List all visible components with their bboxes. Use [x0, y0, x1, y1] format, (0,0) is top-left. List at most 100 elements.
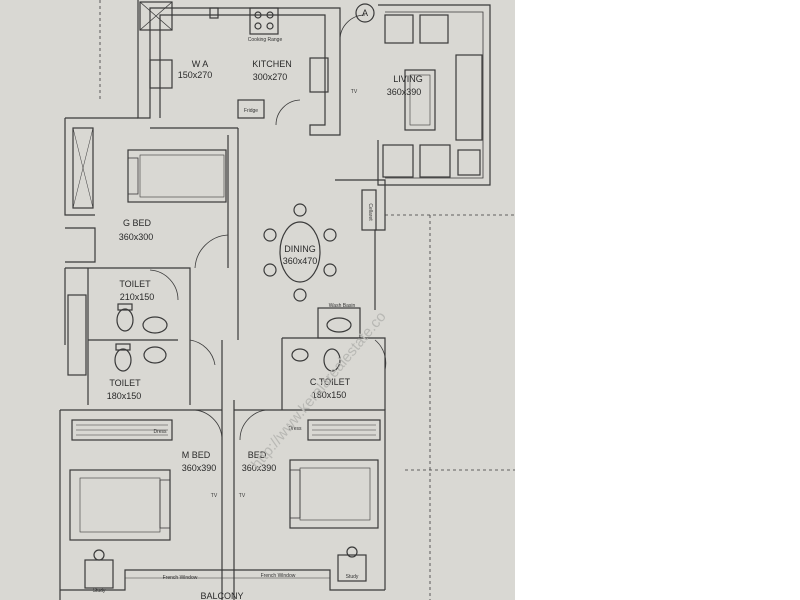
study-chair	[93, 549, 105, 561]
bed-wardrobe	[307, 419, 381, 441]
ctoilet-door-arc	[374, 339, 387, 371]
living-wall	[377, 4, 491, 186]
sofa	[455, 54, 483, 141]
coffee-table-inner	[409, 74, 431, 126]
mbed-wall	[59, 409, 222, 600]
room-name-bed: BED	[248, 450, 267, 460]
room-name-kitchen: KITCHEN	[252, 59, 292, 69]
mbed-wardrobe	[71, 419, 173, 441]
cooking-range	[249, 7, 279, 35]
room-name-wa: W A	[192, 59, 209, 69]
armchair	[419, 14, 449, 44]
wc	[323, 348, 341, 372]
label-wash-basin: Wash Basin	[329, 303, 356, 309]
cellaret-unit	[361, 189, 377, 231]
room-size-bed: 360x390	[242, 463, 277, 473]
kitchen-door-arc	[275, 99, 301, 126]
room-size-toilet-2: 180x150	[107, 391, 142, 401]
burner	[254, 22, 262, 30]
mbed-bed	[69, 469, 171, 541]
wc	[116, 308, 134, 332]
mbed-door-arc	[189, 409, 223, 441]
room-size-dining: 360x470	[283, 256, 318, 266]
section-marker-circle	[355, 3, 375, 23]
room-size-mbed: 360x390	[182, 463, 217, 473]
study-desk	[84, 559, 114, 589]
living-inner-wall	[385, 11, 484, 179]
gbed-mattress	[139, 154, 225, 198]
room-name-ctoilet: C.TOILET	[310, 377, 351, 387]
basin	[143, 346, 167, 364]
toilet-walls	[64, 267, 191, 405]
label-cooking-range: Cooking Range	[248, 37, 283, 43]
bed-bed	[289, 459, 379, 529]
bed-wall	[234, 409, 386, 590]
coffee-table	[404, 69, 436, 131]
wardrobe-hatch	[76, 424, 168, 436]
mbed-pillow	[159, 479, 171, 529]
burner	[266, 22, 274, 30]
wash-basin-bowl	[326, 317, 352, 333]
room-size-ctoilet: 180x150	[312, 390, 347, 400]
kitchen-sink	[309, 57, 329, 93]
wc	[114, 348, 132, 372]
label-french-window-1: French Window	[163, 575, 198, 581]
gbed-bed	[127, 149, 227, 203]
floor-plan: W A 150x270 KITCHEN 300x270 LIVING 360x3…	[59, 0, 515, 600]
basin	[142, 316, 168, 334]
dining-chair	[293, 288, 307, 302]
label-tv-living: TV	[351, 89, 358, 95]
armchair	[419, 144, 451, 178]
room-size-toilet-1: 210x150	[120, 292, 155, 302]
toilet-door-arc	[149, 269, 179, 301]
room-name-toilet-1: TOILET	[119, 279, 151, 289]
wash-basin-unit	[317, 307, 361, 339]
room-size-wa: 150x270	[178, 70, 213, 80]
gbed-pillow	[127, 157, 139, 195]
dining-chair	[293, 203, 307, 217]
watermark: http://www.keralarealestate.co	[248, 308, 390, 472]
ctoilet-wall	[281, 337, 386, 410]
balcony-wall	[60, 569, 385, 591]
toilet-door-arc	[189, 339, 216, 366]
armchair	[384, 14, 414, 44]
gbed-door-arc	[194, 234, 229, 269]
study-desk	[337, 554, 367, 582]
room-name-balcony: BALCONY	[200, 591, 243, 600]
wardrobe	[72, 127, 94, 209]
label-dress-bed: Dress	[288, 426, 302, 432]
side-table	[457, 149, 481, 176]
kitchen-wall	[137, 0, 341, 136]
bed-mattress	[299, 467, 371, 521]
label-study-bed: Study	[346, 574, 359, 580]
mbed-mattress	[79, 477, 161, 533]
dining-chair	[323, 228, 337, 242]
label-french-window-2: French Window	[261, 573, 296, 579]
wardrobe-hatch	[312, 424, 376, 436]
section-marker: A	[362, 8, 368, 18]
dining-chair	[323, 263, 337, 277]
fridge-box	[237, 99, 265, 119]
basin	[291, 348, 309, 362]
room-size-gbed: 360x300	[119, 232, 154, 242]
wa-cabinet	[139, 1, 173, 31]
dining-table	[279, 221, 321, 283]
room-name-dining: DINING	[284, 244, 316, 254]
label-fridge: Fridge	[244, 108, 258, 114]
wa-cabinet-cross	[139, 1, 173, 31]
kitchen-door-arc	[339, 14, 366, 41]
gbed-right-wall	[227, 128, 239, 268]
bed-pillow	[289, 469, 301, 519]
dining-chair	[263, 228, 277, 242]
gbed-wall	[64, 117, 138, 263]
label-tv-mbed: TV	[211, 493, 218, 499]
label-tv-bed: TV	[239, 493, 246, 499]
wc-tank	[115, 343, 131, 351]
burner	[266, 11, 274, 19]
label-cellaret: Cellaret	[367, 203, 373, 221]
label-dress-mbed: Dress	[153, 429, 167, 435]
wardrobe-hatch	[72, 127, 94, 209]
armchair	[382, 144, 414, 178]
study-chair	[346, 546, 358, 558]
dining-wall	[237, 179, 386, 340]
